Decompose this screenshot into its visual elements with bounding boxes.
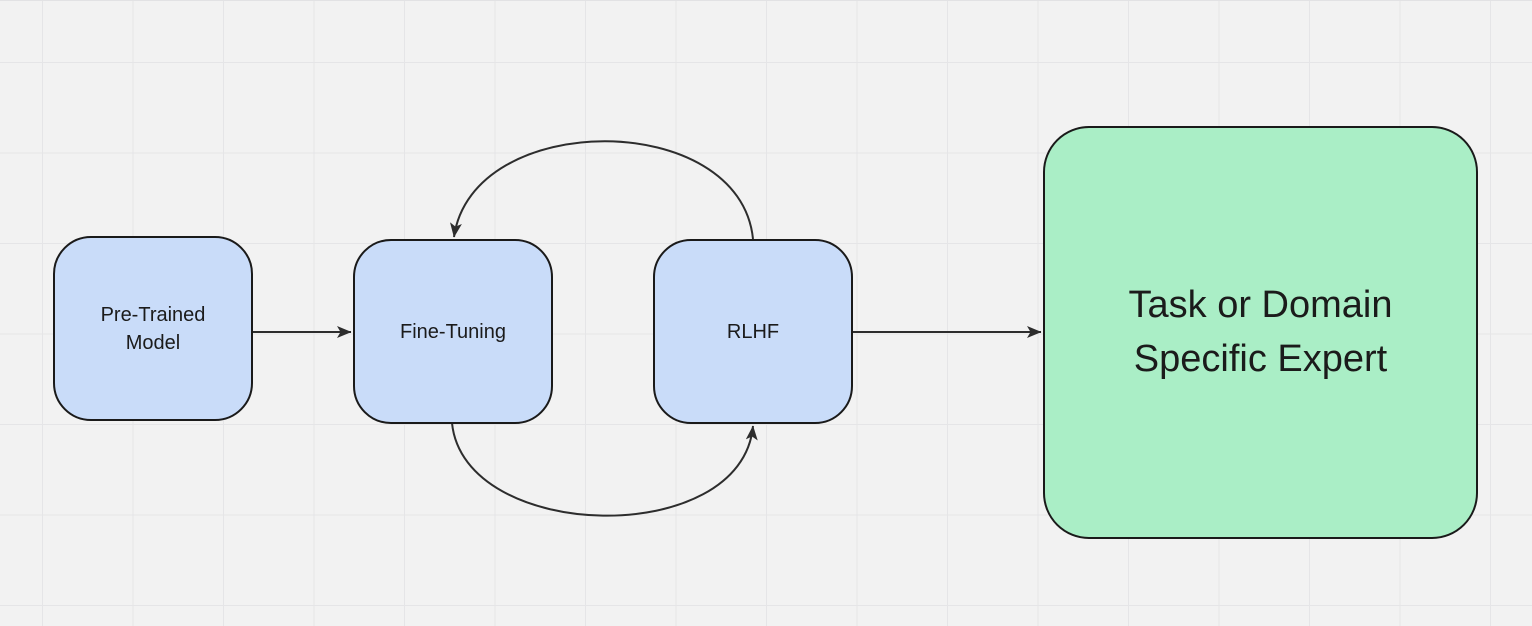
node-label: Pre-Trained Model [100,303,206,354]
connector-finetuning-to-rlhf-loop-bottom[interactable] [451,422,758,517]
node-label: Fine-Tuning [400,320,506,343]
connector-rlhf-to-finetuning-loop-top[interactable] [450,140,754,240]
node-rlhf[interactable]: RLHF [653,239,853,424]
node-label: RLHF [726,320,780,343]
node-fine-tuning[interactable]: Fine-Tuning [353,239,553,424]
node-label: Task or Domain Specific Expert [1128,283,1393,380]
node-task-or-domain-specific-expert[interactable]: Task or Domain Specific Expert [1043,126,1478,539]
node-pre-trained-model[interactable]: Pre-Trained Model [53,236,253,421]
